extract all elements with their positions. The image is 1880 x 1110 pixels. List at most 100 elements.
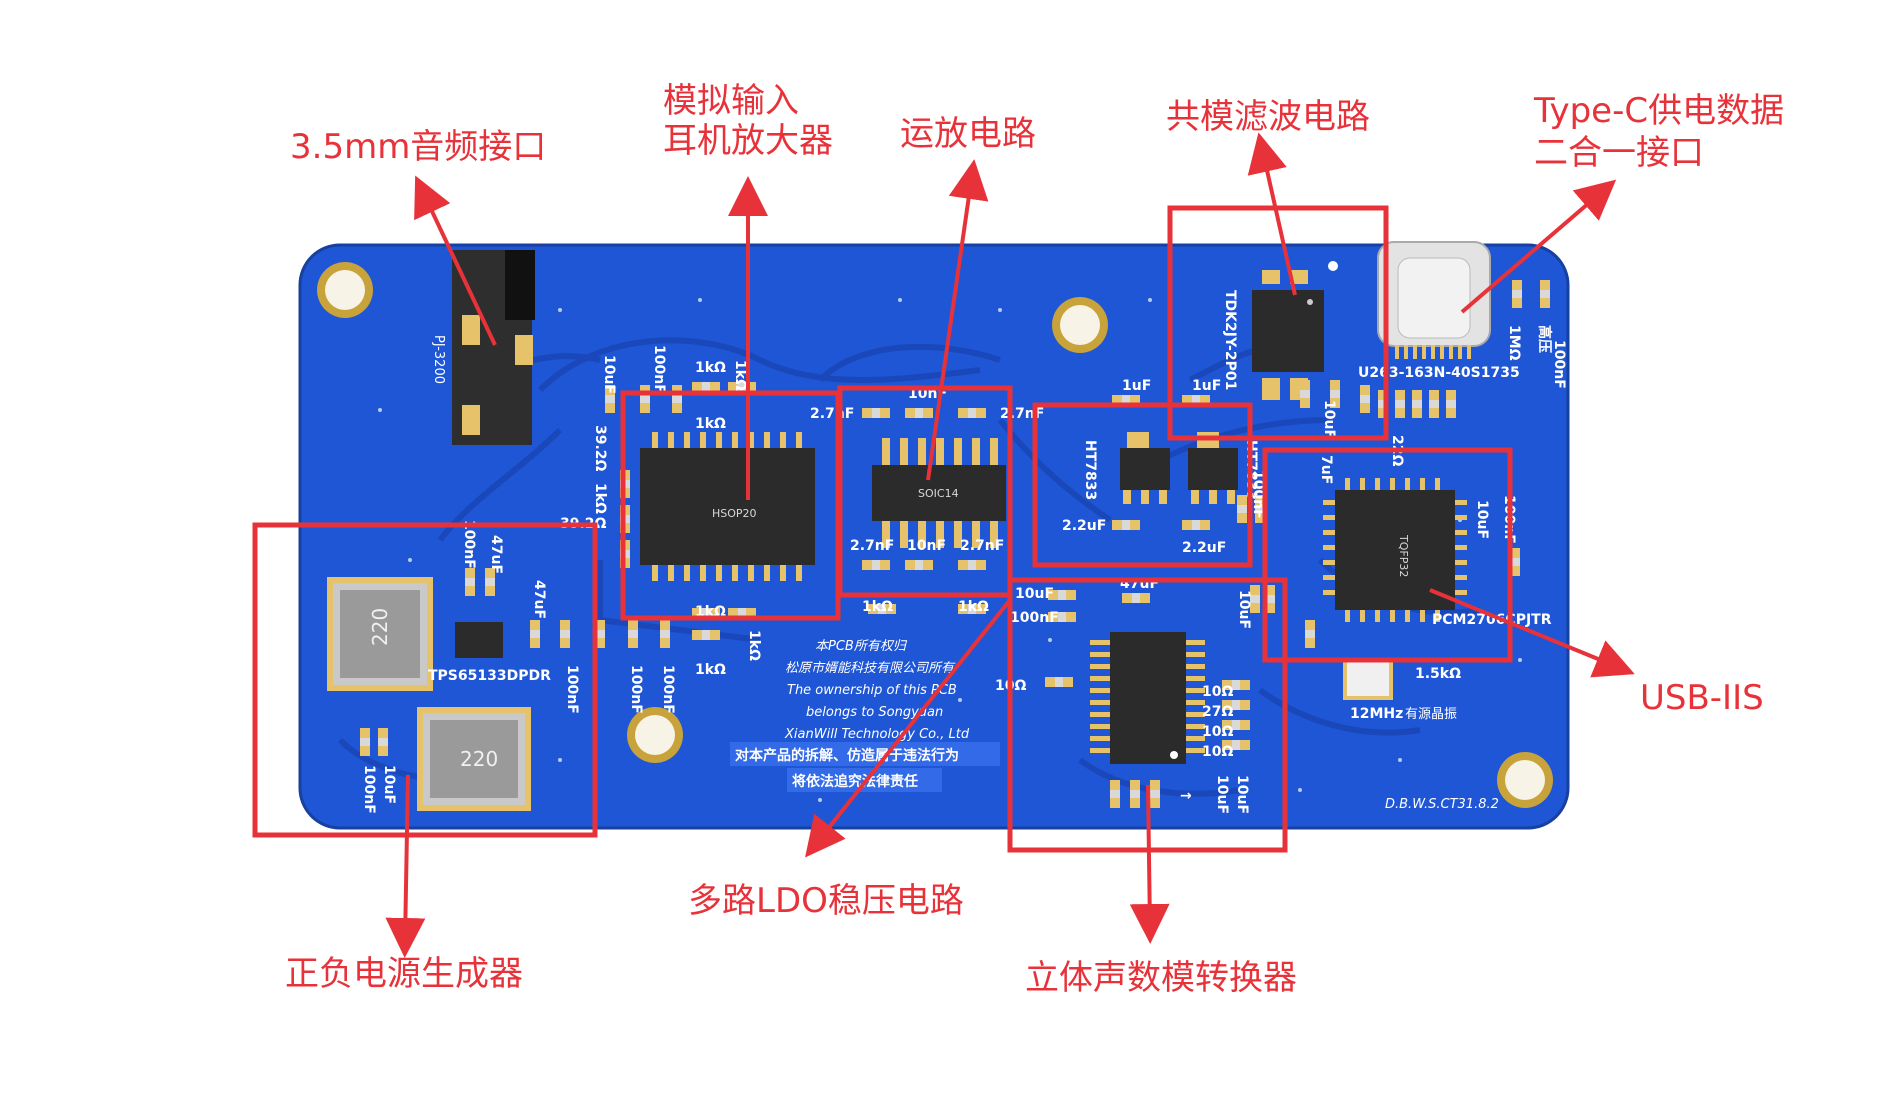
callout-arrows bbox=[385, 132, 1635, 958]
value-label: 1kΩ bbox=[592, 483, 608, 514]
value-label: 1kΩ bbox=[958, 599, 989, 615]
value-label: 100nF bbox=[361, 765, 377, 814]
value-label: 47uF bbox=[488, 535, 504, 574]
value-label: 2.2uF bbox=[1182, 540, 1226, 556]
arrow-typec bbox=[1460, 179, 1617, 314]
value-label: 27Ω bbox=[1202, 704, 1233, 720]
value-label: 100nF bbox=[1010, 610, 1059, 626]
arrow-power-gen bbox=[385, 774, 426, 958]
arrow-opamp bbox=[926, 159, 989, 481]
callout-headphone-amp-line2: 耳机放大器 bbox=[663, 121, 833, 161]
box-opamp bbox=[837, 385, 1013, 598]
hsop-package-label: HSOP20 bbox=[712, 507, 757, 520]
value-label: 10Ω bbox=[1202, 724, 1233, 740]
cm-filter-part-label: TDK2JY-2P01 bbox=[1222, 290, 1238, 390]
inductor-2-label: 220 bbox=[460, 747, 498, 771]
usb-ic-package-label: TQFP32 bbox=[1397, 534, 1410, 577]
value-label: 7uF bbox=[1318, 455, 1334, 484]
ownership-line: 松原市婿能科技有限公司所有 bbox=[785, 660, 956, 676]
value-label: 100nF bbox=[660, 665, 676, 714]
value-label: 10uF bbox=[1214, 775, 1230, 814]
value-label: 1uF bbox=[1192, 378, 1221, 394]
value-label: 10Ω bbox=[1202, 684, 1233, 700]
value-label: 10uF bbox=[1321, 400, 1337, 439]
svg-text:→: → bbox=[1180, 788, 1192, 804]
value-label: 1kΩ bbox=[695, 416, 726, 432]
callout-opamp: 运放电路 bbox=[900, 114, 1036, 154]
crystal-resistor-label: 1.5kΩ bbox=[1415, 666, 1461, 682]
value-label: 10uF bbox=[1474, 500, 1490, 539]
callout-dac: 立体声数模转换器 bbox=[1025, 958, 1297, 998]
usb-ic-part-label: PCM2706CPJTR bbox=[1432, 612, 1552, 628]
value-label: 2.2uF bbox=[1062, 518, 1106, 534]
dac-chip bbox=[1090, 632, 1205, 764]
callout-cm-filter: 共模滤波电路 bbox=[1166, 97, 1370, 137]
arrow-dac bbox=[1129, 784, 1170, 944]
value-label: 2.7nF bbox=[850, 538, 894, 554]
value-label: 1kΩ bbox=[732, 360, 748, 391]
value-label: 10uF bbox=[601, 355, 617, 394]
value-label: 47uF bbox=[531, 580, 547, 619]
ownership-line: belongs to Songyuan bbox=[806, 705, 943, 720]
arrow-cm-filter bbox=[1247, 132, 1297, 296]
arrow-usb-iis bbox=[1429, 588, 1635, 678]
box-usb-iis bbox=[1262, 447, 1513, 663]
mount-hole-icon bbox=[317, 262, 1553, 808]
inductor-1-label: 220 bbox=[368, 608, 392, 646]
power-section: 220 220 TPS65133DPDR bbox=[327, 577, 551, 811]
value-label: 10Ω bbox=[1202, 744, 1233, 760]
box-ldo bbox=[1032, 402, 1253, 568]
value-label: 1kΩ bbox=[746, 630, 762, 661]
value-label: 100nF bbox=[461, 520, 477, 569]
arrow-audio-jack bbox=[414, 175, 497, 346]
highlight-boxes bbox=[252, 205, 1513, 853]
value-label: 1MΩ bbox=[1506, 325, 1522, 361]
callout-audio-jack: 3.5mm音频接口 bbox=[290, 127, 547, 167]
value-label: 100nF bbox=[651, 345, 667, 394]
soic-package-label: SOIC14 bbox=[918, 487, 959, 500]
value-label: 1kΩ bbox=[695, 662, 726, 678]
callout-usb-iis: USB-IIS bbox=[1640, 678, 1764, 718]
value-label: 10uF bbox=[381, 765, 397, 804]
arrow-ldo bbox=[805, 598, 1012, 858]
usb-connector-part-label: U263-163N-40S1735 bbox=[1358, 365, 1520, 381]
power-ic-label: TPS65133DPDR bbox=[428, 668, 551, 684]
box-power-gen bbox=[252, 522, 598, 838]
value-label: 10uF bbox=[1015, 586, 1054, 602]
ownership-line: 本PCB所有权归 bbox=[815, 639, 908, 654]
ldo-regulators: HT7833 HT7833 bbox=[1082, 432, 1259, 504]
ownership-line: The ownership of this PCB bbox=[787, 683, 957, 698]
board-code: D.B.W.S.CT31.8.2 bbox=[1385, 797, 1499, 812]
value-label: 1uF bbox=[1122, 378, 1151, 394]
value-label: 1kΩ bbox=[862, 599, 893, 615]
value-label: 2.7nF bbox=[1000, 406, 1044, 422]
value-label: 高压 bbox=[1536, 325, 1553, 353]
value-label: 10uF bbox=[1236, 590, 1252, 629]
hsop20-chip: HSOP20 bbox=[640, 432, 815, 581]
callout-ldo: 多路LDO稳压电路 bbox=[688, 881, 964, 921]
ownership-line: XianWill Technology Co., Ltd bbox=[784, 727, 970, 742]
callout-typec-line1: Type-C供电数据 bbox=[1534, 91, 1785, 131]
jack-part-label: PJ-3200 bbox=[431, 335, 446, 384]
value-label: 10uF bbox=[1234, 775, 1250, 814]
box-cm-filter bbox=[1167, 205, 1389, 441]
ldo-left-label: HT7833 bbox=[1082, 440, 1098, 500]
value-label: 100nF bbox=[564, 665, 580, 714]
value-label: 10nF bbox=[907, 538, 946, 554]
value-label: 100nF bbox=[1250, 470, 1266, 519]
value-label: 1kΩ bbox=[695, 360, 726, 376]
callout-typec-line2: 二合一接口 bbox=[1534, 133, 1704, 173]
value-label: 100nF bbox=[1551, 340, 1567, 389]
crystal-oscillator: 12MHz 有源晶振 1.5kΩ bbox=[1343, 658, 1461, 722]
soic14-chip: SOIC14 bbox=[872, 438, 1006, 548]
pcb-board bbox=[298, 243, 1570, 830]
value-label: 39.2Ω bbox=[592, 425, 608, 472]
callout-headphone-amp-line1: 模拟输入 bbox=[663, 81, 799, 121]
crystal-label: 有源晶振 bbox=[1405, 707, 1457, 722]
value-label: 2.7nF bbox=[810, 406, 854, 422]
callout-power-gen: 正负电源生成器 bbox=[285, 954, 523, 994]
warning-line: 对本产品的拆解、仿造属于违法行为 bbox=[735, 747, 959, 764]
value-label: 100nF bbox=[628, 665, 644, 714]
